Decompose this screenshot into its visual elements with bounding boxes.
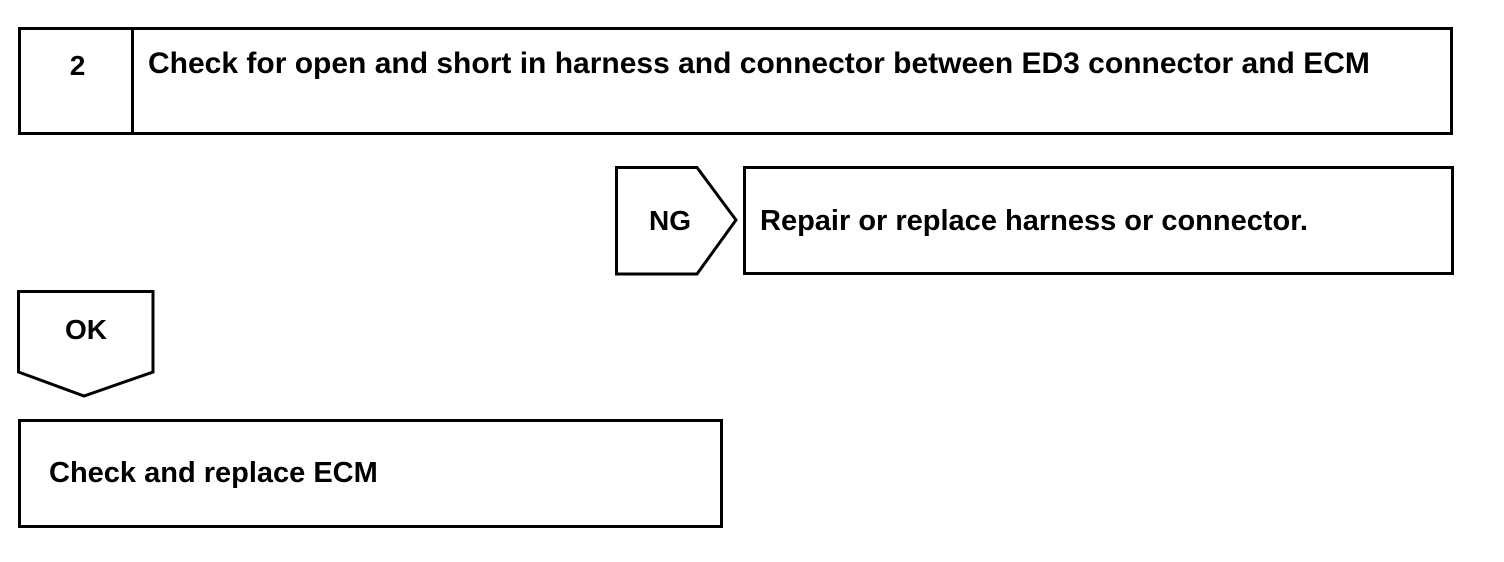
- ok-action-box: Check and replace ECM: [18, 419, 723, 528]
- ok-arrow-tag: [17, 290, 155, 398]
- step-title: Check for open and short in harness and …: [148, 47, 1370, 80]
- ng-label: NG: [649, 205, 691, 236]
- step-number: 2: [69, 50, 86, 81]
- step-box: 2 Check for open and short in harness an…: [18, 27, 1453, 135]
- ng-action-text: Repair or replace harness or connector.: [760, 205, 1308, 237]
- ng-arrow-tag: [615, 166, 738, 276]
- ok-action-text: Check and replace ECM: [49, 457, 378, 489]
- step-number-cell: 2: [21, 30, 134, 132]
- ng-action-box: Repair or replace harness or connector.: [743, 166, 1454, 275]
- ok-label: OK: [65, 314, 107, 345]
